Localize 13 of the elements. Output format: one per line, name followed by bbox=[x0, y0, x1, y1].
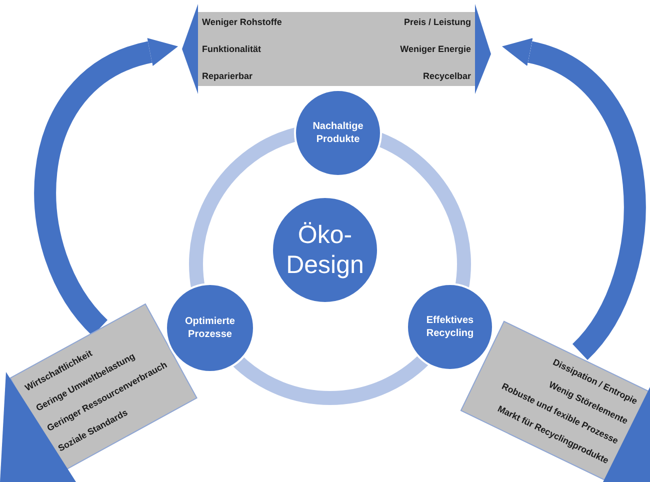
criterion-text: Funktionalität bbox=[202, 43, 261, 55]
circle-label: Effektives Recycling bbox=[425, 314, 475, 340]
circle-label: Optimierte Prozesse bbox=[184, 315, 236, 341]
circle-label: Nachaltige Produkte bbox=[312, 120, 364, 146]
curved-arrow bbox=[502, 38, 646, 360]
curved-arrow bbox=[34, 38, 178, 336]
ribbon-banner bbox=[198, 12, 475, 86]
criterion-text: Weniger Energie bbox=[400, 43, 471, 55]
criterion-text: Preis / Leistung bbox=[404, 16, 471, 28]
criterion-text: Weniger Rohstoffe bbox=[202, 16, 282, 28]
center-title: Öko-Design bbox=[285, 220, 365, 280]
criterion-text: Recycelbar bbox=[422, 70, 471, 82]
criterion-text: Reparierbar bbox=[202, 70, 253, 82]
